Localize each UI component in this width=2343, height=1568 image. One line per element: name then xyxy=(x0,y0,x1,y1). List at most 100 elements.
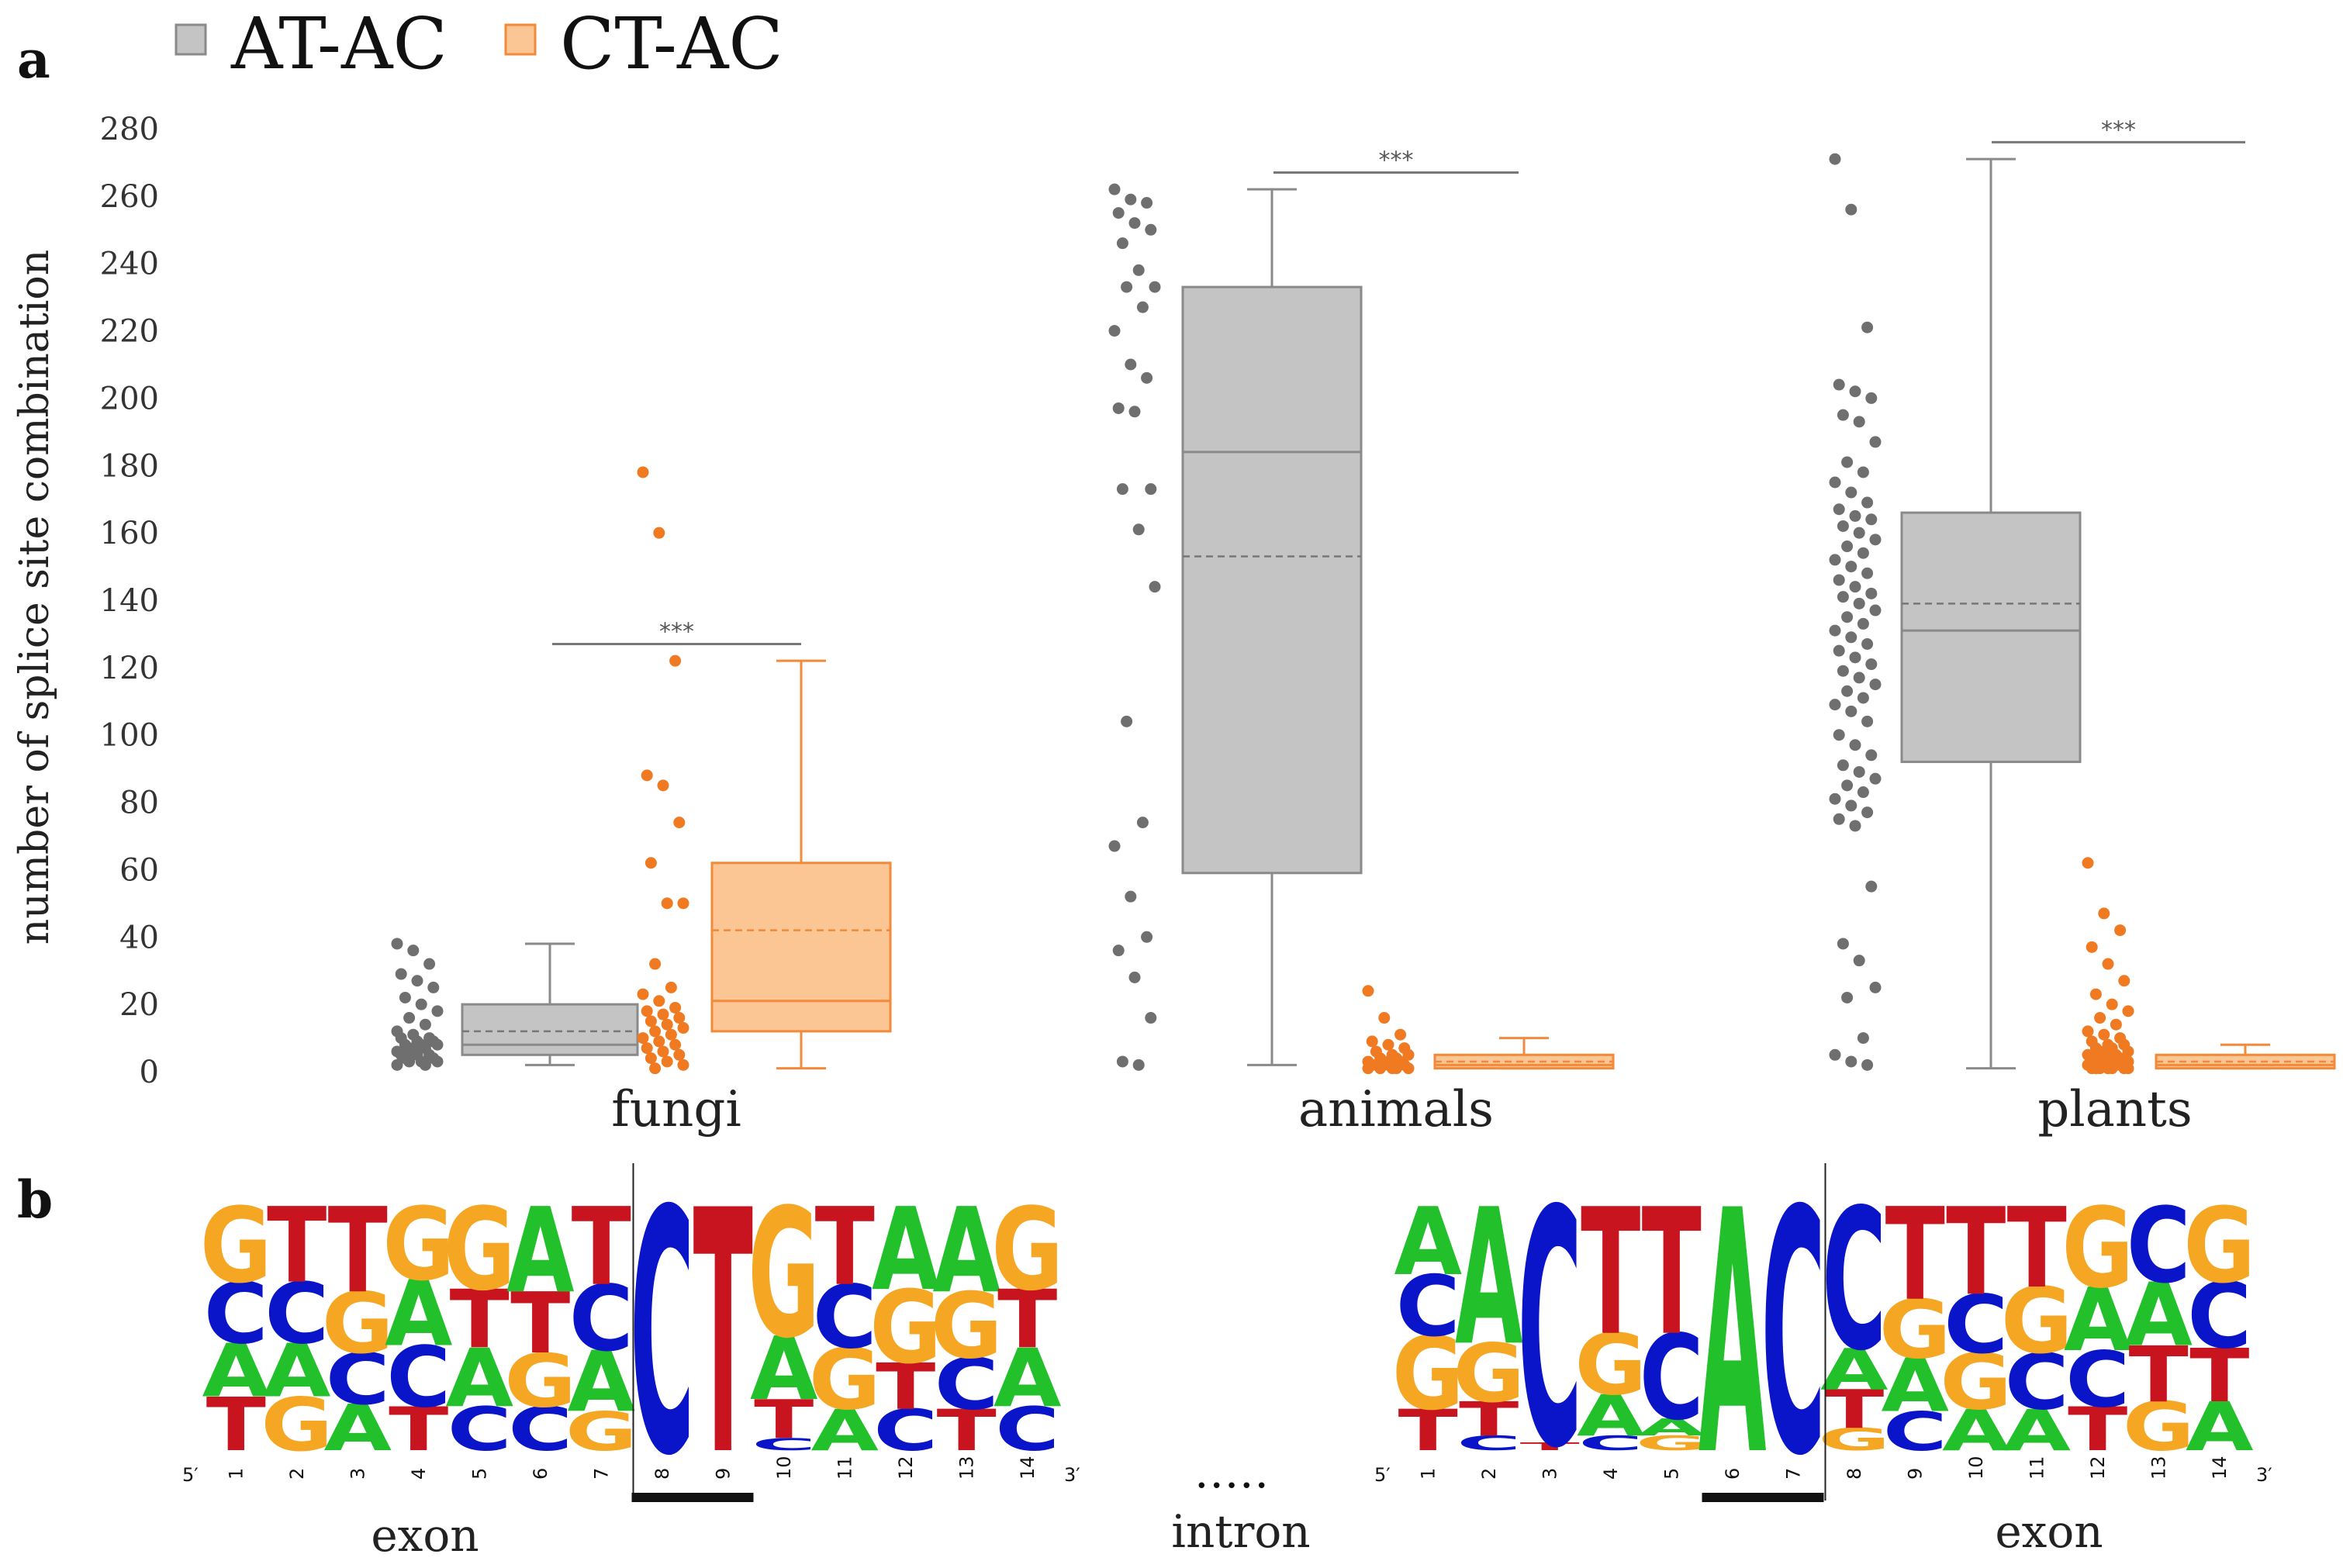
data-point xyxy=(2122,1062,2134,1075)
logo-letter-c: C xyxy=(1640,1311,1704,1446)
logo-letter-g: G xyxy=(2001,1269,2073,1374)
data-point xyxy=(1108,183,1121,195)
logo-letter-a: A xyxy=(385,1262,453,1367)
data-point xyxy=(637,466,649,478)
data-point xyxy=(1829,793,1841,805)
data-point xyxy=(1145,1012,1157,1024)
logo-letter-t: T xyxy=(754,1389,814,1451)
logo-letter-a: A xyxy=(567,1334,635,1432)
data-point xyxy=(677,1022,689,1034)
logo-letter-t: T xyxy=(1459,1393,1519,1447)
logo-position-number: 11 xyxy=(2026,1456,2048,1480)
logo-letter-g: G xyxy=(565,1401,638,1463)
significance-label: *** xyxy=(659,618,694,645)
logo-letter-t: T xyxy=(1824,1379,1884,1441)
data-point xyxy=(1845,1055,1857,1068)
logo-letter-c: C xyxy=(2127,1186,2191,1307)
y-tick-label: 200 xyxy=(100,381,159,416)
data-point xyxy=(1128,971,1141,983)
data-point xyxy=(661,897,673,910)
y-tick-label: 0 xyxy=(140,1055,159,1090)
logo-letter-g: G xyxy=(809,1331,881,1429)
logo-letter-g: G xyxy=(504,1338,576,1424)
splice-site-underline xyxy=(631,1493,754,1502)
data-point xyxy=(2102,958,2114,970)
data-point xyxy=(665,1028,677,1041)
data-point xyxy=(2098,907,2110,920)
data-point xyxy=(1841,779,1854,792)
logo-letter-g: G xyxy=(2183,1186,2255,1307)
data-point xyxy=(1869,981,1882,993)
data-point xyxy=(1374,1062,1387,1075)
data-point xyxy=(431,1005,444,1017)
logo-letter-c: C xyxy=(204,1266,268,1363)
y-tick-label: 100 xyxy=(100,718,159,754)
logo-letter-a: A xyxy=(323,1391,392,1465)
logo-letter-g: G xyxy=(382,1186,454,1303)
logo-letter-c: C xyxy=(569,1266,634,1372)
data-point xyxy=(391,938,403,950)
data-point xyxy=(1116,1055,1128,1068)
data-point xyxy=(1128,217,1141,230)
data-point xyxy=(1861,1059,1874,1071)
logo-position-number: 6 xyxy=(1722,1468,1743,1480)
data-point xyxy=(1362,1062,1374,1075)
logo-letter-a: A xyxy=(1942,1398,2010,1464)
logo-letter-t: T xyxy=(2007,1185,2067,1313)
data-point xyxy=(653,1035,665,1048)
data-point xyxy=(1869,679,1882,691)
data-point xyxy=(2094,1012,2106,1024)
data-point xyxy=(1125,193,1137,205)
logo-letter-a: A xyxy=(263,1328,331,1414)
panel-label-a: a xyxy=(17,29,50,90)
data-point xyxy=(1849,820,1861,832)
data-point xyxy=(673,1012,686,1024)
data-point xyxy=(1132,523,1145,536)
logo-letter-a: A xyxy=(2124,1264,2193,1366)
logo-letter-c: C xyxy=(813,1266,877,1368)
logo-position-number: 5 xyxy=(468,1468,490,1480)
logo-letter-c: C xyxy=(448,1394,512,1464)
data-point xyxy=(1141,197,1153,209)
data-point xyxy=(1121,715,1133,727)
data-point xyxy=(1841,991,1854,1003)
logo-letter-t: T xyxy=(815,1185,875,1310)
data-point xyxy=(665,981,677,993)
logo-letter-g: G xyxy=(869,1269,942,1386)
data-point xyxy=(391,1059,403,1071)
box-plants-at-ac xyxy=(1900,511,2082,763)
y-tick-label: 140 xyxy=(100,583,159,619)
data-point xyxy=(1112,945,1125,957)
y-tick-label: 240 xyxy=(100,247,159,282)
logo-letter-c: C xyxy=(1822,1168,1886,1394)
logo-letter-t: T xyxy=(693,1141,754,1530)
data-point xyxy=(1116,237,1128,250)
logo-position-number: 13 xyxy=(956,1456,977,1480)
logo-letter-a: A xyxy=(2064,1269,2132,1370)
y-tick-label: 220 xyxy=(100,314,159,350)
data-point xyxy=(1845,705,1857,717)
data-point xyxy=(1136,817,1149,829)
data-point xyxy=(2082,1025,2094,1038)
y-tick-label: 180 xyxy=(100,448,159,484)
logo-position-number: 8 xyxy=(651,1468,673,1480)
data-point xyxy=(1116,483,1128,496)
logo-letter-t: T xyxy=(1885,1181,1945,1329)
data-point xyxy=(1829,624,1841,637)
data-point xyxy=(2122,1045,2134,1058)
logo-letter-c: C xyxy=(1457,1432,1521,1455)
data-point xyxy=(1132,1059,1145,1071)
logo-letter-a: A xyxy=(1820,1337,1889,1403)
logo-5prime-label: 5′ xyxy=(182,1464,199,1486)
data-point xyxy=(2114,924,2127,937)
data-point xyxy=(644,1015,657,1027)
data-point xyxy=(1841,541,1854,553)
data-point xyxy=(1108,840,1121,852)
data-point xyxy=(395,968,407,980)
logo-letter-c: C xyxy=(1944,1278,2008,1372)
y-tick-label: 40 xyxy=(119,920,159,955)
logo-letter-g: G xyxy=(200,1186,272,1307)
data-point xyxy=(1833,503,1845,516)
data-point xyxy=(637,1032,649,1045)
